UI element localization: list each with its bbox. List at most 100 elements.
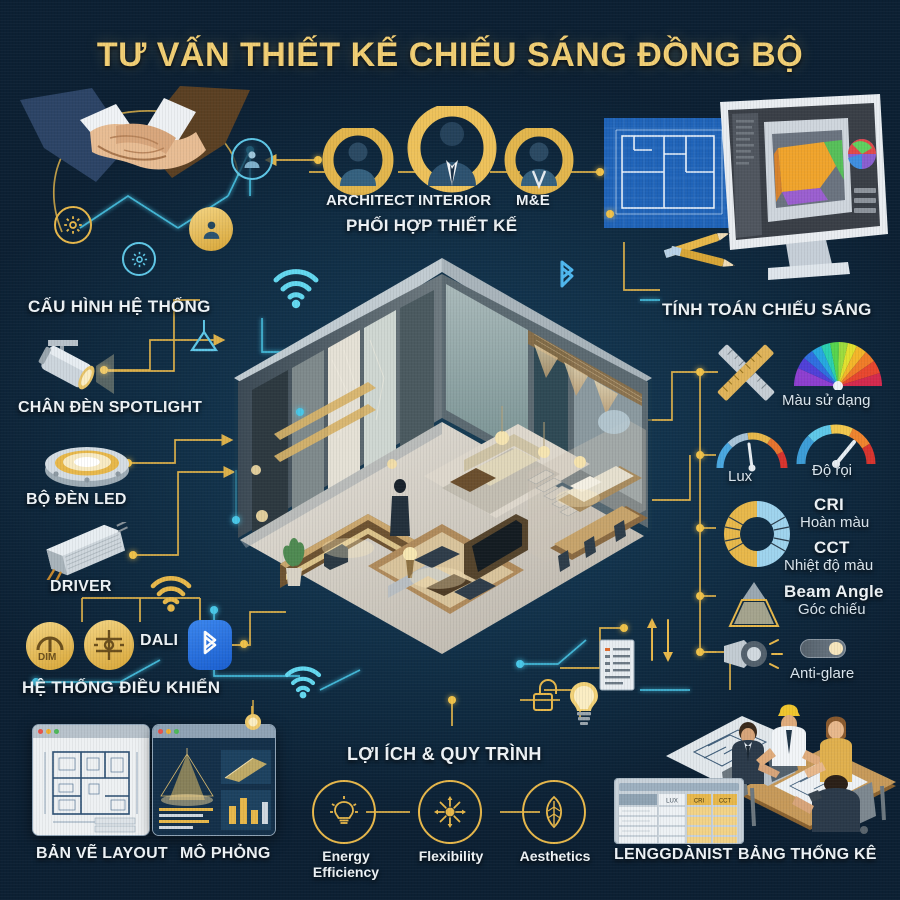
connector-node [696,648,704,656]
svg-text:LUX: LUX [666,799,678,805]
close-dot-icon [158,729,163,734]
user-avatar-icon [231,138,273,180]
connector-node-cyan [516,660,524,668]
benefit-label-flexibility: Flexibility [418,848,484,864]
user-glyph [244,151,260,168]
deliverable-label-statistics: BẢNG THỐNG KÊ [738,846,877,863]
floorplan-window-icon[interactable] [32,724,150,836]
person-avatar-icon [322,124,394,196]
protocol-label-dim: DIM [38,652,57,663]
connector-node [620,624,628,632]
section-label-control-system: HỆ THỐNG ĐIỀU KHIỂN [22,678,221,697]
connector-node-cyan [232,516,240,524]
connector-node [129,551,137,559]
cri-cct-donut-icon [724,501,790,567]
page-title: TƯ VẤN THIẾT KẾ CHIẾU SÁNG ĐỒNG BỘ [96,36,804,74]
wifi-icon-left [150,576,192,612]
connector-node [240,640,248,648]
metric-label-lux: Lux [728,468,753,485]
pendant-lamp-icon [189,320,219,352]
connector-node [596,168,604,176]
user-avatar-icon-gold [189,207,233,251]
deliverable-label-spec-table: LENGGDÀNIST [614,846,733,863]
role-label-architect: ARCHITECT [326,192,415,209]
lux-gauge-icon [716,432,788,472]
flexibility-arrows-icon [434,796,466,828]
wifi-icon-bottom [284,666,322,699]
role-me[interactable] [504,125,574,201]
protocol-label-dali: DALI [140,632,179,649]
wifi-icon [273,269,319,309]
benefit-aesthetics[interactable] [522,780,586,844]
checklist-document-icon [599,639,635,691]
role-interior[interactable] [406,103,498,199]
connector-node-cyan [32,678,40,686]
blueprint-icon [604,118,734,228]
benefit-label-aesthetics: Aesthetics [519,848,591,864]
connector-node [696,592,704,600]
lock-icon [533,679,557,711]
isometric-room-illustration [234,258,652,654]
equipment-label-spotlight: CHÂN ĐÈN SPOTLIGHT [18,399,203,416]
minimize-dot-icon [46,729,51,734]
dimmer-glyph [36,636,64,652]
handshake-illustration [20,86,250,182]
metric-label-cri: CRI [814,495,844,514]
close-dot-icon [38,729,43,734]
meeting-team-icon [666,704,896,834]
connector-node [696,451,704,459]
svg-text:CCT: CCT [719,799,732,805]
window-titlebar [33,725,149,738]
monitor-3d-render-icon [720,94,888,280]
beam-angle-icon [728,582,780,627]
maximize-dot-icon [54,729,59,734]
connector-node [696,524,704,532]
floorplan-drawing [33,738,149,835]
section-label-design-coordination: PHỐI HỢP THIẾT KẾ [346,216,518,235]
lightbulb-icon-glow [570,682,598,725]
toggle-knob [829,642,843,655]
metric-label-beam-angle: Beam Angle [784,582,884,601]
metric-label-anti-glare: Anti-glare [790,665,855,682]
window-titlebar [153,725,275,738]
gear-icon-secondary [122,242,156,276]
gear-icon [54,206,92,244]
connector-node [448,696,456,704]
benefit-energy-efficiency[interactable] [312,780,376,844]
bluetooth-glyph [203,630,217,655]
bluetooth-icon-badge[interactable] [188,620,232,670]
metric-sublabel-beam-angle: Góc chiếu [798,601,866,618]
dali-icon[interactable] [84,620,134,670]
metric-sublabel-cri: Hoàn màu [800,514,870,531]
benefit-flexibility[interactable] [418,780,482,844]
person-avatar-icon [504,125,574,195]
lightbulb-icon [330,796,358,824]
illuminance-gauge-icon [796,424,876,468]
connector-node-cyan [296,408,304,416]
spec-table-icon[interactable]: LUX CRI CCT [614,778,744,844]
maximize-dot-icon [174,729,179,734]
metric-label-cct: CCT [814,538,850,557]
connector-node-cyan [210,606,218,614]
pencils-icon [663,232,736,267]
minimize-dot-icon [166,729,171,734]
led-downlight-icon [45,447,129,487]
section-label-benefits-process: LỢI ÍCH & QUY TRÌNH [347,744,542,764]
anti-glare-icon [724,639,783,669]
simulation-window-icon[interactable] [152,724,276,836]
role-label-me: M&E [516,192,550,209]
leaf-icon [545,795,563,829]
equipment-label-driver: DRIVER [50,578,112,595]
role-architect[interactable] [322,124,394,201]
user-glyph [203,221,219,239]
person-suit-avatar-icon [407,103,497,193]
connector-node [696,368,704,376]
gear-glyph [131,251,147,267]
anti-glare-toggle[interactable] [800,639,846,658]
metric-label-illuminance: Độ rọi [812,462,853,479]
metric-sublabel-cct: Nhiệt độ màu [784,557,874,574]
dimmer-icon[interactable] [26,622,74,670]
deliverable-label-layout: BẢN VẼ LAYOUT [36,845,168,862]
section-label-system-config: CẤU HÌNH HỆ THỐNG [28,297,211,316]
